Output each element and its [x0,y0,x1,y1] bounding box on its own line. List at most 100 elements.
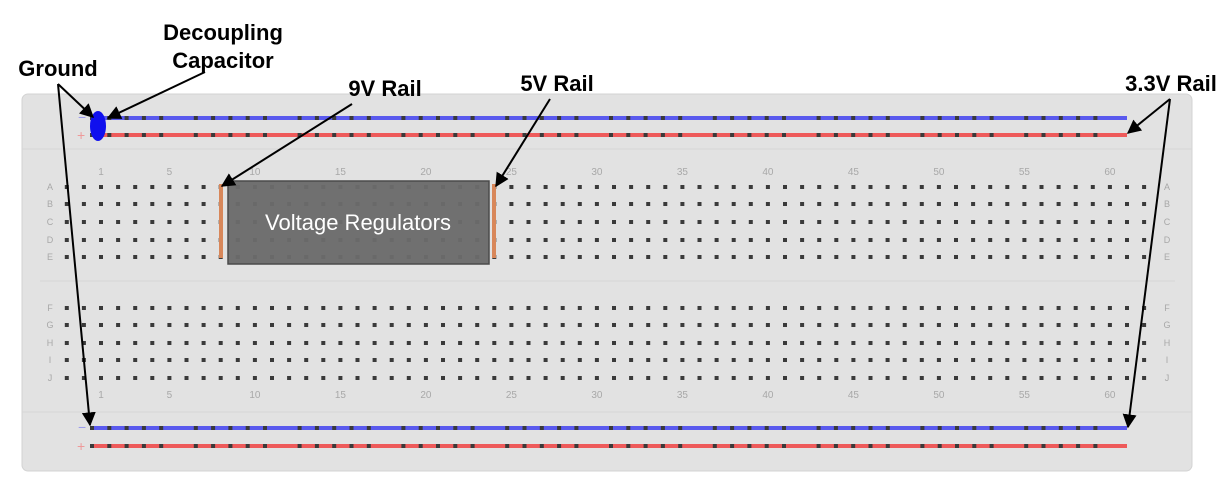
rail-hole [885,116,890,120]
terminal-hole [235,323,240,327]
terminal-hole [800,185,805,189]
terminal-hole [919,202,924,206]
terminal-hole [1125,238,1129,242]
terminal-hole [919,220,924,224]
rail-hole [332,116,337,120]
terminal-hole [594,341,599,345]
terminal-hole [560,376,565,380]
terminal-hole [338,376,343,380]
terminal-hole [817,255,822,259]
terminal-hole [167,358,172,362]
rail-hole [505,133,510,137]
terminal-hole [748,220,753,224]
decoupling-capacitor-label-line1: Decoupling [163,20,283,45]
rail-3v3-arrow-top [1126,98,1171,134]
terminal-hole [1107,358,1112,362]
terminal-hole [99,341,103,345]
terminal-hole [1142,202,1147,206]
terminal-hole [1125,202,1129,206]
terminal-hole [116,376,121,380]
terminal-hole [1005,341,1010,345]
terminal-hole [184,323,189,327]
rail-5v-arrow [495,98,551,188]
terminal-hole [936,185,941,189]
terminal-hole [1073,306,1078,310]
terminal-hole [355,358,360,362]
terminal-hole [1056,185,1061,189]
terminal-hole [458,323,463,327]
rail-hole [833,133,838,137]
terminal-hole [885,185,890,189]
terminal-hole [765,323,770,327]
rail-hole [436,444,440,448]
terminal-hole [509,358,514,362]
rail-hole [1024,116,1029,120]
rail-hole [193,426,198,430]
rail-hole [436,133,440,137]
column-number-label: 45 [848,390,860,401]
terminal-hole [783,376,787,380]
terminal-hole [509,220,514,224]
terminal-hole [971,255,976,259]
terminal-hole [765,238,770,242]
terminal-hole [577,376,582,380]
terminal-hole [1125,255,1129,259]
bottom-minus-symbol: − [78,419,86,435]
terminal-hole [184,376,189,380]
rail-hole [816,426,821,430]
terminal-hole [99,238,103,242]
terminal-hole [338,341,343,345]
terminal-hole [116,238,121,242]
rail-hole [470,426,475,430]
terminal-hole [1005,202,1010,206]
terminal-hole [150,220,155,224]
rail-hole [972,426,977,430]
terminal-hole [270,323,274,327]
terminal-hole [680,306,685,310]
terminal-hole [663,255,668,259]
terminal-hole [441,341,445,345]
rail-hole [747,116,752,120]
terminal-hole [423,341,428,345]
terminal-hole [560,323,565,327]
column-number-label: 10 [249,390,261,401]
rail-hole [314,426,319,430]
rail-hole [557,133,562,137]
terminal-hole [1005,358,1010,362]
terminal-hole [458,341,463,345]
rail-hole [263,116,267,120]
terminal-hole [817,306,822,310]
rail-hole [349,116,354,120]
terminal-hole [783,323,787,327]
rail-hole [989,133,994,137]
terminal-hole [851,323,856,327]
rail-hole [297,426,302,430]
terminal-hole [612,376,616,380]
terminal-hole [954,323,958,327]
terminal-hole [492,376,497,380]
terminal-hole [543,220,548,224]
rail-hole [851,426,856,430]
terminal-hole [560,255,565,259]
rail-hole [263,444,267,448]
terminal-hole [577,185,582,189]
terminal-hole [971,185,976,189]
terminal-hole [116,220,121,224]
terminal-hole [201,185,206,189]
terminal-hole [355,341,360,345]
terminal-hole [475,341,480,345]
terminal-hole [64,341,69,345]
terminal-hole [663,306,668,310]
terminal-hole [150,341,155,345]
terminal-hole [817,358,822,362]
rail-hole [418,133,423,137]
terminal-hole [218,323,223,327]
terminal-hole [560,185,565,189]
terminal-hole [116,306,121,310]
rail-hole [314,133,319,137]
terminal-hole [526,306,531,310]
column-number-label: 1 [98,167,104,178]
terminal-hole [406,323,411,327]
